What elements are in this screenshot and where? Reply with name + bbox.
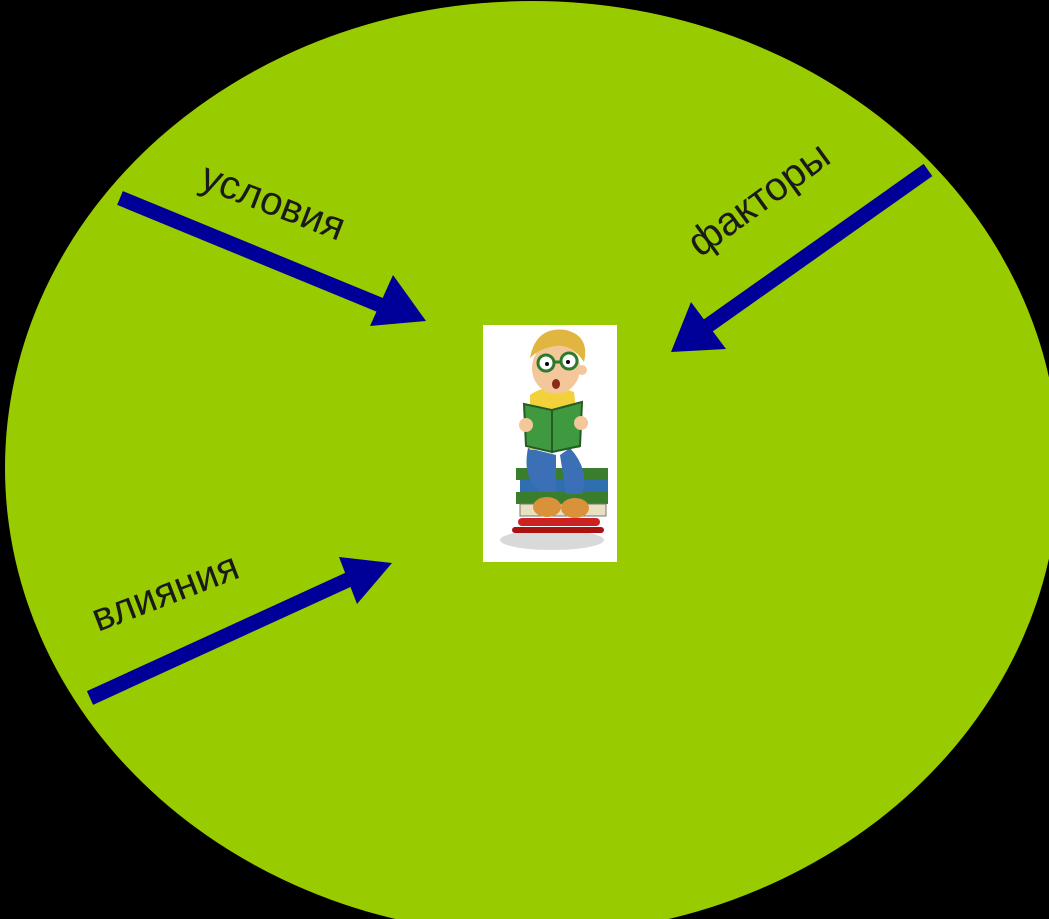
child-reading-icon xyxy=(483,325,617,562)
